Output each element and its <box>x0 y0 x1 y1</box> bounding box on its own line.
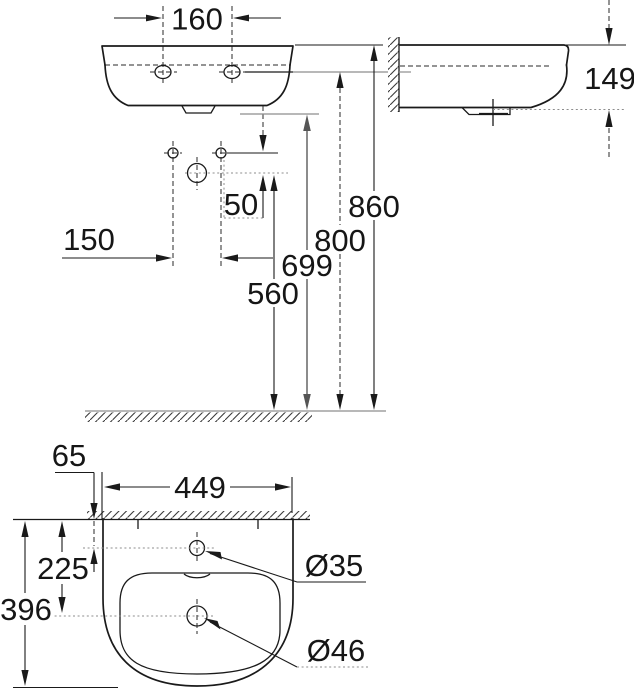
dim-basin-width: 449 <box>101 470 293 519</box>
basin-body-front <box>104 64 291 107</box>
dim-tap-spacing: 160 <box>114 2 281 37</box>
drain-tab-front <box>181 105 216 114</box>
dim-tap-height: 800 <box>293 71 388 410</box>
drain-diameter-label: Ø46 <box>307 633 366 668</box>
dim-basin-depth: 396 <box>0 521 118 689</box>
dim-rim-height: 860 <box>295 44 400 410</box>
floor-hatch <box>85 412 312 422</box>
dim-tap-from-wall: 65 <box>52 438 98 572</box>
plan-view <box>13 511 310 687</box>
dim-basin-depth-label: 396 <box>0 592 52 627</box>
dim-basin-height: 149 <box>493 0 634 157</box>
basin-rim-front <box>101 45 294 66</box>
wall-hatch-plan <box>87 511 310 519</box>
dim-rim-height-label: 860 <box>348 189 400 224</box>
dim-underside-height: 699 <box>240 113 333 410</box>
dim-tap-spacing-label: 160 <box>171 2 223 37</box>
dim-drain-from-wall: 225 <box>37 521 89 613</box>
basin-body-side <box>399 64 568 109</box>
dim-tap-from-wall-label: 65 <box>52 438 86 473</box>
dim-basin-height-label: 149 <box>584 61 634 96</box>
dim-basin-width-label: 449 <box>174 470 226 505</box>
bowl-outline-plan <box>119 572 281 675</box>
basin-outline-plan <box>102 518 294 687</box>
basin-rim-side <box>399 44 570 66</box>
dim-hole-row-offset-label: 50 <box>224 187 258 222</box>
dim-fixing-hole-spacing: 150 <box>62 222 273 262</box>
side-elevation-view <box>388 37 570 126</box>
dim-tap-height-label: 800 <box>314 223 366 258</box>
dim-fixing-hole-spacing-label: 150 <box>63 222 115 257</box>
wall-hatch-side <box>388 37 399 112</box>
front-elevation-view <box>101 6 294 114</box>
callout-tap-hole-diameter: Ø35 <box>205 548 366 583</box>
overflow-mark <box>183 573 211 579</box>
dim-drain-from-wall-label: 225 <box>37 551 89 586</box>
callout-drain-diameter: Ø46 <box>204 618 368 668</box>
fixing-holes-group <box>164 141 288 268</box>
drain-tab-side <box>461 107 511 116</box>
tap-hole-diameter-label: Ø35 <box>305 548 364 583</box>
floor <box>85 410 386 422</box>
dim-fixing-height: 560 <box>247 175 299 410</box>
dim-hole-row-offset: 50 <box>223 106 267 222</box>
dim-fixing-height-label: 560 <box>247 276 299 311</box>
